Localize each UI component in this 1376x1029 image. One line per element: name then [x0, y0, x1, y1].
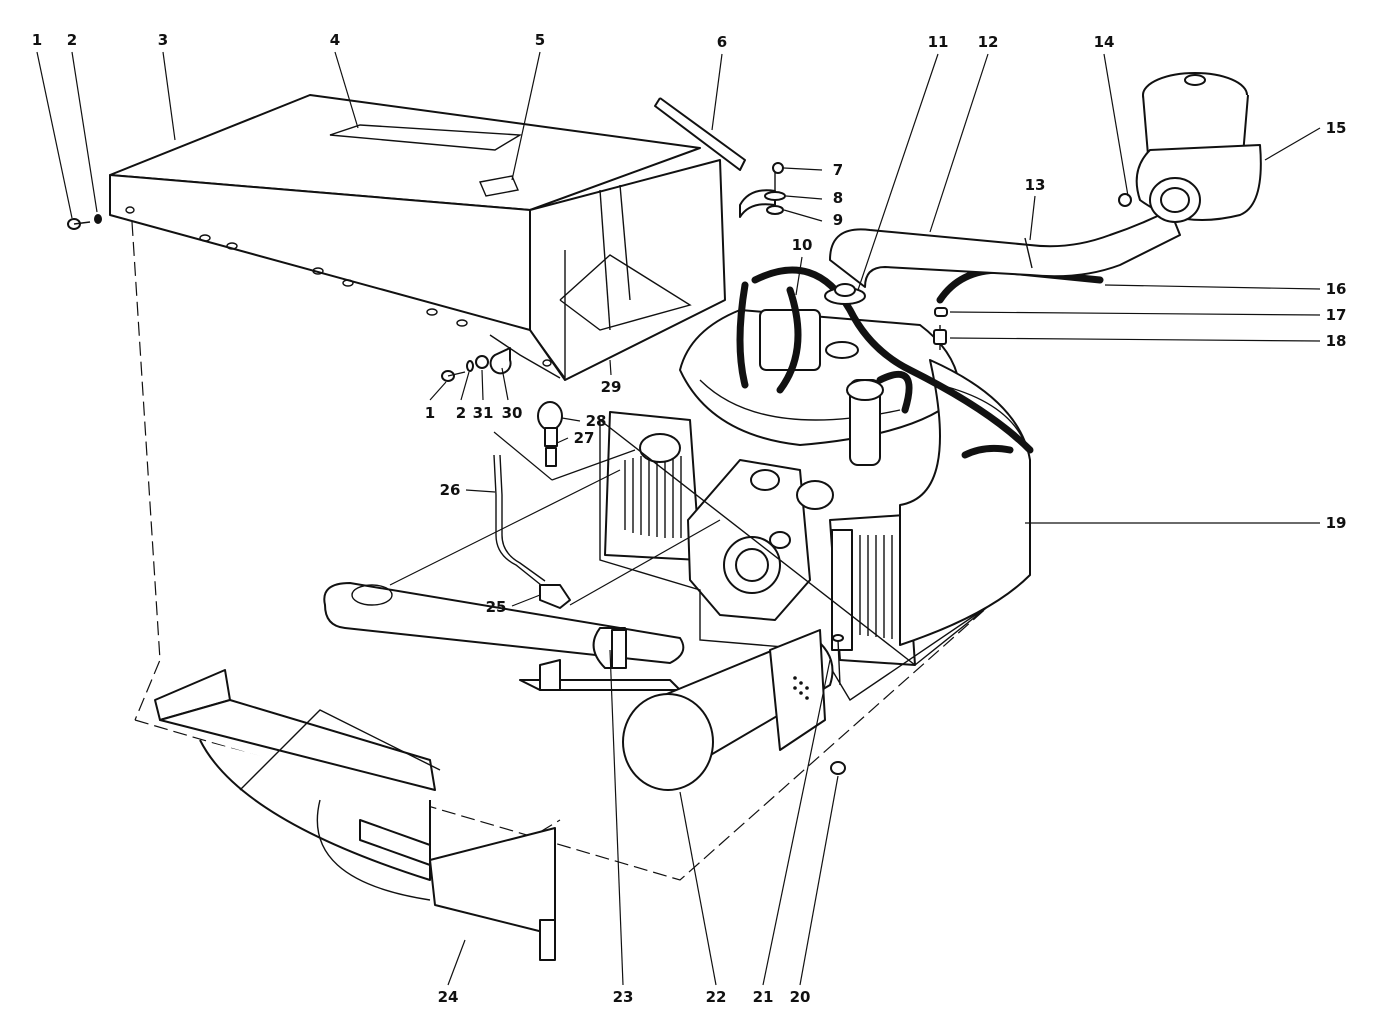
callout-13: 13 [1025, 176, 1046, 194]
callout-31: 31 [473, 404, 494, 422]
callout-25: 25 [486, 598, 507, 616]
screw-and-washer-top [67, 214, 102, 230]
callout-5: 5 [535, 31, 545, 49]
clamps-and-fittings [824, 283, 948, 350]
callout-16: 16 [1326, 280, 1347, 298]
callout-20: 20 [790, 988, 811, 1006]
callout-2-mid: 2 [456, 404, 466, 422]
callout-17: 17 [1326, 306, 1347, 324]
callout-28: 28 [586, 412, 607, 430]
callout-11: 11 [928, 33, 949, 51]
exhaust-bracket [519, 659, 681, 691]
air-intake-hose [829, 209, 1181, 288]
tailpipe [323, 582, 685, 664]
callout-27: 27 [574, 429, 595, 447]
left-cylinder-fins [624, 456, 682, 538]
callout-19: 19 [1326, 514, 1347, 532]
fuel-line-assembly [493, 401, 571, 609]
callout-1-mid: 1 [425, 404, 435, 422]
callout-14: 14 [1094, 33, 1115, 51]
callout-22: 22 [706, 988, 727, 1006]
callout-4: 4 [330, 31, 340, 49]
callout-15: 15 [1326, 119, 1347, 137]
callout-8: 8 [833, 189, 843, 207]
callout-6: 6 [717, 33, 727, 51]
engine-shroud [109, 94, 726, 381]
muffler-vent-dots [793, 676, 809, 700]
muffler-22 [622, 629, 846, 791]
bolt-stack-7-9 [739, 162, 786, 218]
lower-cover-24 [154, 669, 556, 961]
leader-lines [36, 51, 1321, 986]
engine-block [599, 309, 1031, 701]
callout-7: 7 [833, 161, 843, 179]
callout-24: 24 [438, 988, 459, 1006]
callout-12: 12 [978, 33, 999, 51]
callout-29: 29 [601, 378, 622, 396]
callout-2: 2 [67, 31, 77, 49]
callout-9: 9 [833, 211, 843, 229]
callout-10: 10 [792, 236, 813, 254]
callout-30: 30 [502, 404, 523, 422]
callout-21: 21 [753, 988, 774, 1006]
callout-1: 1 [32, 31, 42, 49]
air-cleaner [1118, 72, 1262, 223]
screw-washer-clip-mid [441, 347, 512, 382]
clamp-23 [592, 627, 627, 669]
callout-3: 3 [158, 31, 168, 49]
callout-18: 18 [1326, 332, 1347, 350]
callout-23: 23 [613, 988, 634, 1006]
callout-26: 26 [440, 481, 461, 499]
callout-labels: 1 2 3 4 5 6 7 8 9 10 11 12 13 14 15 16 1… [32, 31, 1347, 1006]
bracket-6 [654, 97, 746, 171]
